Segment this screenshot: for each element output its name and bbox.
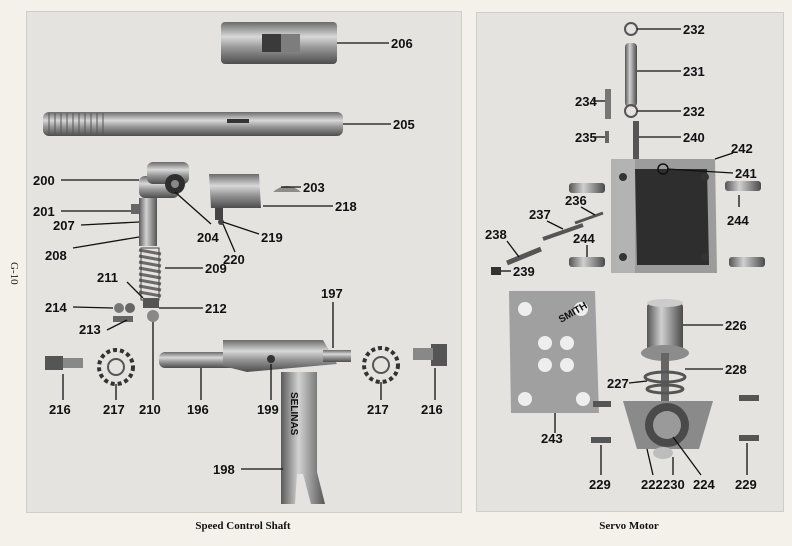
part-196-shaft: SELINAS [159,340,351,504]
label-196: 196 [187,402,209,417]
label-243: 243 [541,431,563,446]
servo-motor-panel: SMITH [476,12,784,512]
part-216-screw-right [413,344,447,366]
part-217-washer-right [362,346,400,384]
part-239-plug [491,267,501,275]
parts-213-214-nuts [113,298,159,322]
part-235-pin [605,131,609,143]
label-218: 218 [335,199,357,214]
speed-control-shaft-panel: SELINAS [26,11,462,513]
label-203: 203 [303,180,325,195]
caption-speed-control-shaft: Speed Control Shaft [195,520,291,532]
part-229-bolt-left [593,401,611,407]
part-228-spring [643,370,687,384]
label-242: 242 [731,141,753,156]
label-213: 213 [79,322,101,337]
part-218-bracket [209,174,261,225]
label-210: 210 [139,402,161,417]
part-bolt-4 [729,257,765,267]
part-231-pin [625,43,637,107]
part-226-piston [641,299,689,423]
label-214: 214 [45,300,67,315]
label-198: 198 [213,462,235,477]
caption-servo-motor: Servo Motor [599,520,659,532]
label-229-right: 229 [735,477,757,492]
label-224: 224 [693,477,715,492]
label-208: 208 [45,248,67,263]
part-labels: 206 205 200 203 201 218 207 204 219 208 … [33,36,443,477]
label-241: 241 [735,166,757,181]
label-216-right: 216 [421,402,443,417]
part-243-gasket: SMITH [509,291,599,413]
label-236: 236 [565,193,587,208]
part-217-washer-left [97,348,135,386]
label-238: 238 [485,227,507,242]
label-239: 239 [513,264,535,279]
label-199: 199 [257,402,279,417]
part-205-shaft [43,112,343,136]
part-234-pin [605,89,611,119]
leader-lines [61,42,436,470]
label-229-left: 229 [589,477,611,492]
label-220: 220 [223,252,245,267]
label-212: 212 [205,301,227,316]
label-244-right: 244 [727,213,749,228]
label-201: 201 [33,204,55,219]
speed-control-shaft-photo: SELINAS [33,22,447,504]
part-232-ring-top [624,22,638,36]
label-237: 237 [529,207,551,222]
part-222-cover [623,401,713,459]
label-217-right: 217 [367,402,389,417]
servo-leader-lines [501,28,748,476]
part-209-spring [138,248,162,298]
label-219: 219 [261,230,283,245]
part-237-rod [542,223,584,241]
part-240-shaft [633,121,639,161]
part-244-bolt-left [569,257,605,267]
part-200-lever [131,162,189,246]
label-222: 222 [641,477,663,492]
label-244-left: 244 [573,231,595,246]
label-200: 200 [33,173,55,188]
part-206-sleeve [221,22,337,64]
label-197: 197 [321,286,343,301]
part-236-pin [574,211,604,225]
label-232-mid: 232 [683,104,705,119]
label-232-top: 232 [683,22,705,37]
label-211: 211 [97,270,118,285]
label-207: 207 [53,218,75,233]
label-240: 240 [683,130,705,145]
label-209: 209 [205,261,227,276]
part-242-housing [611,159,717,273]
label-204: 204 [197,230,219,245]
servo-part-labels: 232 231 234 232 235 240 242 241 236 237 … [485,22,757,492]
label-230: 230 [663,477,685,492]
label-235: 235 [575,130,597,145]
label-206: 206 [391,36,413,51]
part-229-bolt-right [739,395,759,401]
part-stamp: SELINAS [288,392,299,436]
part-bolt-1 [569,183,605,193]
part-216-screw-left [45,356,83,370]
label-217-left: 217 [103,402,125,417]
servo-motor-photo: SMITH [485,22,765,492]
label-216-left: 216 [49,402,71,417]
label-227: 227 [607,376,629,391]
part-244-bolt-right [725,181,761,191]
part-229-screw-left [591,437,611,443]
part-229-screw-right [739,435,759,441]
label-205: 205 [393,117,415,132]
label-234: 234 [575,94,597,109]
label-226: 226 [725,318,747,333]
label-231: 231 [683,64,705,79]
page-number: G-10 [8,262,20,285]
part-238-needle [506,246,542,266]
label-228: 228 [725,362,747,377]
